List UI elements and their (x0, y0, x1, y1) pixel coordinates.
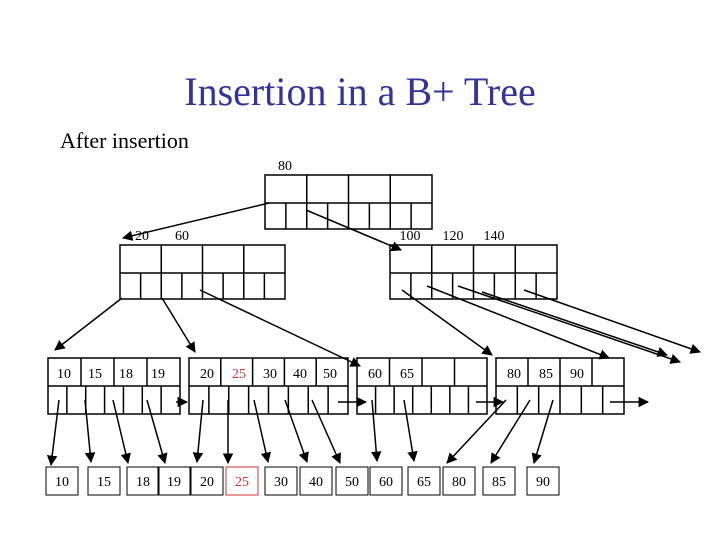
pointer-arrow (481, 291, 668, 357)
record-box (225, 466, 259, 496)
pointer-arrow (305, 209, 402, 252)
pointer-arrow (311, 399, 341, 464)
leaf-key: 10 (57, 367, 71, 382)
leaf-key: 19 (151, 367, 165, 382)
node-key: 80 (278, 159, 292, 174)
record-value: 40 (309, 475, 323, 490)
slide-title: Insertion in a B+ Tree (184, 69, 536, 114)
record-box (369, 466, 403, 496)
record-value: 80 (452, 475, 466, 490)
pointer-arrow (523, 289, 701, 354)
record-box (299, 466, 333, 496)
node-key: 140 (484, 229, 505, 244)
record-box (482, 466, 516, 496)
record-box (45, 466, 79, 496)
record-value: 10 (55, 475, 69, 490)
pointer-arrow (112, 399, 131, 465)
pointer-arrow (253, 399, 272, 464)
data-records: 10 15 18 19 20 25 30 40 50 60 65 80 85 90 (45, 466, 560, 496)
leaf-key: 65 (400, 367, 414, 382)
pointer-arrow (403, 399, 418, 463)
record-box (264, 466, 298, 496)
record-value: 19 (167, 475, 181, 490)
leaf-key: 25 (232, 367, 246, 382)
record-box (126, 466, 160, 496)
record-box (407, 466, 441, 496)
record-box (190, 466, 224, 496)
record-value: 65 (417, 475, 431, 490)
pointer-arrow (161, 297, 196, 353)
leaf-key: 60 (368, 367, 382, 382)
pointer-arrow (401, 289, 493, 356)
root-node: 80 (264, 159, 433, 230)
leaf-node-4: 80 85 90 (495, 357, 625, 415)
node-key: 20 (135, 229, 149, 244)
record-value: 18 (136, 475, 150, 490)
pointer-arrow (199, 289, 361, 367)
node-key: 100 (400, 229, 421, 244)
leaf-key: 20 (200, 367, 214, 382)
leaf-key: 80 (507, 367, 521, 382)
record-value: 50 (345, 475, 359, 490)
pointer-arrow (146, 399, 168, 465)
record-value: 20 (200, 475, 214, 490)
leaf-node-2: 20 25 30 40 50 (188, 357, 349, 415)
record-value: 60 (379, 475, 393, 490)
record-box (442, 466, 476, 496)
record-value: 30 (274, 475, 288, 490)
pointer-arrow (457, 285, 681, 364)
pointer-arrow (426, 285, 610, 360)
record-value: 85 (492, 475, 506, 490)
pointer-arrow (490, 399, 531, 464)
leaf-key: 90 (570, 367, 584, 382)
leaf-key: 50 (323, 367, 337, 382)
leaf-key: 30 (263, 367, 277, 382)
record-box (526, 466, 560, 496)
leaf-key: 18 (119, 367, 133, 382)
internal-node-right: 100 120 140 (389, 229, 558, 300)
leaf-key: 40 (293, 367, 307, 382)
node-key: 120 (443, 229, 464, 244)
pointer-arrow (46, 399, 60, 467)
leaf-key: 85 (539, 367, 553, 382)
leaf-node-1: 10 15 18 19 (47, 357, 181, 415)
leaf-node-3: 60 65 (356, 357, 488, 415)
record-box (157, 466, 191, 496)
leaf-key: 15 (88, 367, 102, 382)
record-value: 15 (97, 475, 111, 490)
record-value: 90 (536, 475, 550, 490)
record-box (87, 466, 121, 496)
pointer-arrow (531, 399, 554, 465)
pointer-arrow (121, 202, 270, 241)
tree-edges (46, 202, 701, 467)
node-key: 60 (175, 229, 189, 244)
pointer-arrow (54, 297, 123, 351)
slide-subtitle: After insertion (60, 128, 189, 153)
pointer-arrow (192, 399, 204, 464)
pointer-arrow (370, 399, 382, 463)
record-box (335, 466, 369, 496)
record-value: 25 (235, 475, 249, 490)
